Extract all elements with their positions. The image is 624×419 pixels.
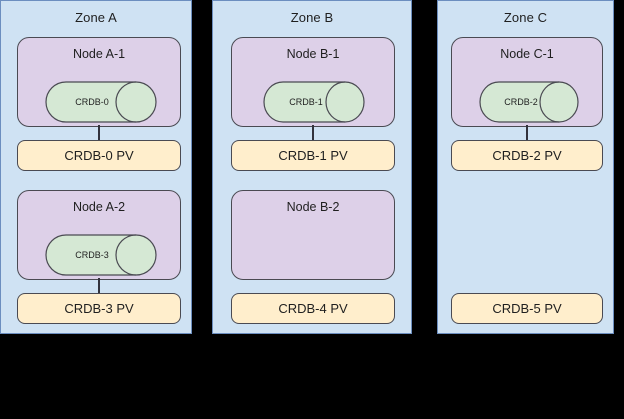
- pod-crdb-3[interactable]: CRDB-3: [45, 234, 157, 276]
- zone-panel-b[interactable]: Zone B Node B-1 CRDB-1 CRDB-1 PV Node B-…: [212, 0, 412, 334]
- pod-crdb-0[interactable]: CRDB-0: [45, 81, 157, 123]
- pv-box-crdb-1[interactable]: CRDB-1 PV: [231, 140, 395, 171]
- zone-a-title: Zone A: [75, 10, 117, 25]
- node-box-a-2[interactable]: Node A-2 CRDB-3: [17, 190, 181, 280]
- zone-c-title: Zone C: [503, 10, 548, 25]
- connector-crdb-1: [312, 125, 314, 141]
- node-box-b-2[interactable]: Node B-2: [231, 190, 395, 280]
- connector-crdb-3: [98, 278, 100, 294]
- pv-box-crdb-2[interactable]: CRDB-2 PV: [451, 140, 603, 171]
- node-box-c-1[interactable]: Node C-1 CRDB-2: [451, 37, 603, 127]
- pv-crdb-5-label: CRDB-5 PV: [492, 301, 562, 316]
- connector-crdb-2: [526, 125, 528, 141]
- cylinder-icon: [45, 234, 157, 276]
- pod-crdb-2[interactable]: CRDB-2: [479, 81, 579, 123]
- node-a-1-title: Node A-1: [72, 47, 126, 61]
- pv-box-crdb-3[interactable]: CRDB-3 PV: [17, 293, 181, 324]
- node-box-b-1[interactable]: Node B-1 CRDB-1: [231, 37, 395, 127]
- pv-crdb-2-label: CRDB-2 PV: [492, 148, 562, 163]
- pv-box-crdb-5[interactable]: CRDB-5 PV: [451, 293, 603, 324]
- pod-crdb-1[interactable]: CRDB-1: [263, 81, 365, 123]
- pv-box-crdb-0[interactable]: CRDB-0 PV: [17, 140, 181, 171]
- zone-panel-c[interactable]: Zone C Node C-1 CRDB-2 CRDB-2 PV CRDB-5 …: [437, 0, 614, 334]
- node-c-1-title: Node C-1: [500, 47, 554, 61]
- connector-crdb-0: [98, 125, 100, 141]
- pv-crdb-4-label: CRDB-4 PV: [278, 301, 348, 316]
- pv-box-crdb-4[interactable]: CRDB-4 PV: [231, 293, 395, 324]
- cylinder-icon: [45, 81, 157, 123]
- zone-b-title: Zone B: [290, 10, 334, 25]
- node-b-2-title: Node B-2: [286, 200, 340, 214]
- cylinder-icon: [263, 81, 365, 123]
- node-b-1-title: Node B-1: [286, 47, 340, 61]
- node-a-2-title: Node A-2: [72, 200, 126, 214]
- pv-crdb-1-label: CRDB-1 PV: [278, 148, 348, 163]
- zone-panel-a[interactable]: Zone A Node A-1 CRDB-0 CRDB-0 PV Node A-…: [0, 0, 192, 334]
- cylinder-icon: [479, 81, 579, 123]
- pv-crdb-0-label: CRDB-0 PV: [64, 148, 134, 163]
- pv-crdb-3-label: CRDB-3 PV: [64, 301, 134, 316]
- node-box-a-1[interactable]: Node A-1 CRDB-0: [17, 37, 181, 127]
